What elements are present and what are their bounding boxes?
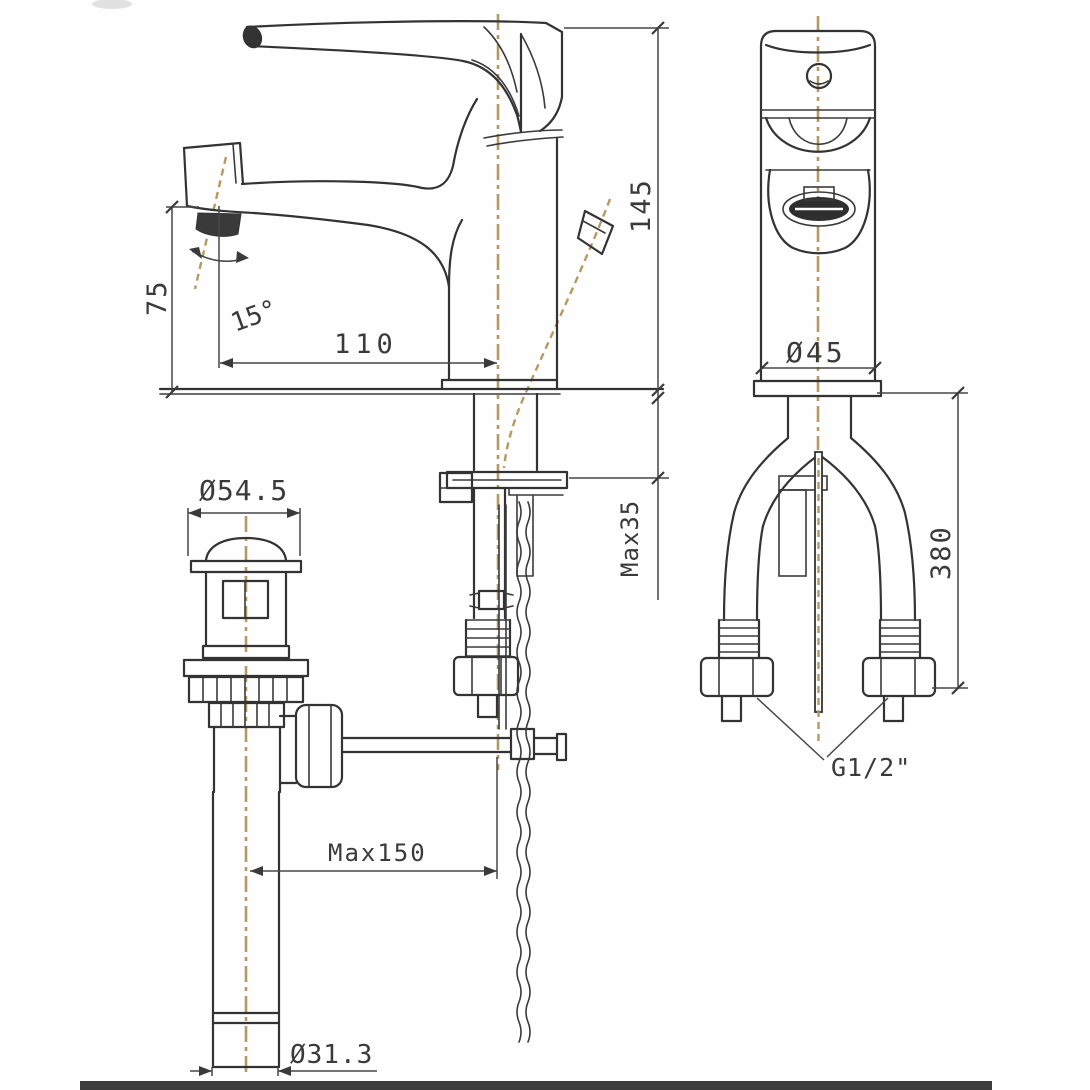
- dim-deck-thickness-label: Max35: [616, 500, 644, 577]
- dim-rod-reach: Max150: [250, 757, 498, 879]
- dim-spout-reach-label: 110: [334, 329, 398, 360]
- flexible-hose-wavy: [516, 501, 522, 1043]
- lift-rod-knob: [576, 209, 615, 256]
- dim-spout-height-label: 75: [142, 279, 173, 316]
- dim-spout-reach: 110: [220, 329, 497, 368]
- bottom-bar: [80, 1081, 992, 1090]
- dim-spout-height: 75: [142, 200, 199, 399]
- dim-body-diameter: Ø45: [755, 336, 882, 375]
- dim-spout-angle-label: 15°: [227, 294, 281, 338]
- dim-tailpipe-diameter: Ø31.3: [190, 1040, 377, 1076]
- dim-hose-length: 380: [877, 386, 968, 695]
- dim-body-diameter-label: Ø45: [786, 336, 846, 369]
- handle-screw-hole: [805, 62, 833, 90]
- dim-thread-size-label: G1/2": [831, 753, 911, 782]
- drain-assembly: [182, 536, 344, 1069]
- dim-body-height-label: 145: [626, 178, 657, 233]
- dim-body-height: 145 Max35: [564, 21, 669, 600]
- dim-flange-diameter-label: Ø54.5: [199, 474, 288, 507]
- dim-flange-diameter: Ø54.5: [187, 474, 301, 556]
- dim-rod-reach-label: Max150: [328, 839, 427, 867]
- side-view-under-counter: [340, 392, 569, 1043]
- dim-tailpipe-diameter-label: Ø31.3: [290, 1040, 373, 1070]
- side-view-faucet: [158, 20, 665, 395]
- handle-tip: [242, 25, 263, 49]
- scan-smudge: [92, 0, 132, 9]
- dim-thread-size: G1/2": [756, 697, 911, 782]
- front-view-faucet: [699, 29, 937, 742]
- dim-hose-length-label: 380: [926, 525, 957, 580]
